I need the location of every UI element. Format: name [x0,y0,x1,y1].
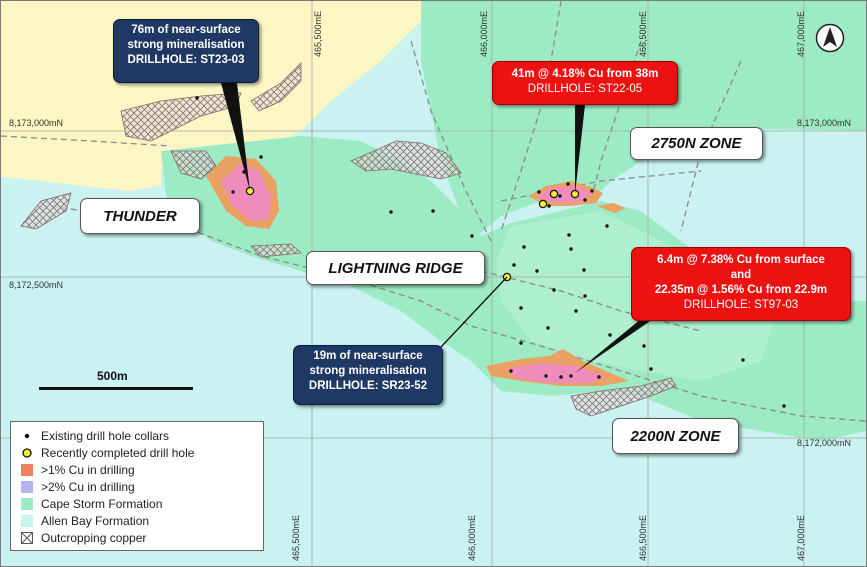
callout-st23-03-line1: 76m of near-surface [131,24,241,36]
legend-item-cu-1pct: >1% Cu in drilling [21,462,135,478]
easting-label-bottom-467000: 467,000mE [796,514,806,561]
black-dot-icon [21,430,33,442]
easting-label-top-467000: 467,000mE [796,10,806,57]
legend-label-cape-storm: Cape Storm Formation [41,497,163,511]
easting-label-bottom-465500: 465,500mE [291,514,301,561]
legend-item-cu-2pct: >2% Cu in drilling [21,479,135,495]
callout-st97-03-line3: 22.35m @ 1.56% Cu from 22.9m [654,284,828,296]
legend-item-outcropping-copper: Outcropping copper [21,530,146,546]
northing-label-left-8173000: 8,173,000mN [9,118,64,128]
callout-st23-03-line3: DRILLHOLE: ST23-03 [127,54,245,66]
legend-label-cu-2pct: >2% Cu in drilling [41,480,135,494]
lavender-square-icon [21,481,33,493]
callout-st22-05: 41m @ 4.18% Cu from 38m DRILLHOLE: ST22-… [492,61,678,105]
easting-label-top-465500: 465,500mE [313,10,323,57]
zone-label-lightning-ridge: LIGHTNING RIDGE [306,251,485,285]
legend-label-allen-bay: Allen Bay Formation [41,514,150,528]
legend-label-existing-collars: Existing drill hole collars [41,429,170,443]
easting-label-bottom-466500: 466,500mE [638,514,648,561]
existing-drill-collars [195,96,786,408]
callout-leaders [221,83,653,373]
legend-label-cu-1pct: >1% Cu in drilling [41,463,135,477]
orange-square-icon [21,464,33,476]
easting-label-top-466500: 466,500mE [638,10,648,57]
legend-label-recent-holes: Recently completed drill hole [41,446,195,460]
scale-bar [39,387,193,390]
zone-2200n-cu-2pct [506,363,606,383]
legend-item-allen-bay: Allen Bay Formation [21,513,149,529]
callout-sr23-52-line2: strong mineralisation [309,365,427,377]
callout-st22-05-line2: DRILLHOLE: ST22-05 [527,83,643,95]
callout-st22-05-line1: 41m @ 4.18% Cu from 38m [511,68,659,80]
callout-sr23-52-line3: DRILLHOLE: SR23-52 [308,380,428,392]
zone-label-thunder: THUNDER [80,198,200,234]
callout-sr23-52-line1: 19m of near-surface [313,350,423,362]
legend-item-existing-collars: Existing drill hole collars [21,428,169,444]
legend-item-recent-holes: Recently completed drill hole [21,445,194,461]
cyan-square-icon [21,515,33,527]
green-square-icon [21,498,33,510]
legend-label-outcropping-copper: Outcropping copper [41,531,147,545]
legend-item-cape-storm: Cape Storm Formation [21,496,162,512]
zone-label-2750n: 2750N ZONE [630,127,763,160]
outcropping-copper-areas [20,62,677,417]
zone-2750n-cu-2pct [536,186,593,203]
crosshatch-icon [21,532,33,544]
zone-2750n-tail [597,203,626,213]
map-legend: Existing drill hole collars Recently com… [10,421,264,551]
zone-label-2200n: 2200N ZONE [612,418,739,454]
easting-label-top-466000: 466,000mE [479,10,489,57]
northing-label-left-8172500: 8,172,500mN [9,280,64,290]
callout-st97-03-line2: and [730,269,752,281]
callout-st23-03: 76m of near-surface strong mineralisatio… [113,19,259,83]
callout-st97-03-line4: DRILLHOLE: ST97-03 [683,299,799,311]
north-arrow-icon [815,23,845,53]
northing-label-right-8172000: 8,172,000mN [797,438,852,448]
scale-bar-label: 500m [97,369,128,383]
callout-st23-03-line2: strong mineralisation [127,39,245,51]
copper-grade-zones [206,156,629,386]
yellow-dot-icon [21,447,33,459]
easting-label-bottom-466000: 466,000mE [467,514,477,561]
northing-label-right-8173000: 8,173,000mN [797,118,852,128]
callout-st97-03: 6.4m @ 7.38% Cu from surface and 22.35m … [631,247,851,321]
callout-st97-03-line1: 6.4m @ 7.38% Cu from surface [657,254,825,266]
recent-drill-holes [245,186,580,282]
callout-sr23-52: 19m of near-surface strong mineralisatio… [293,345,443,405]
